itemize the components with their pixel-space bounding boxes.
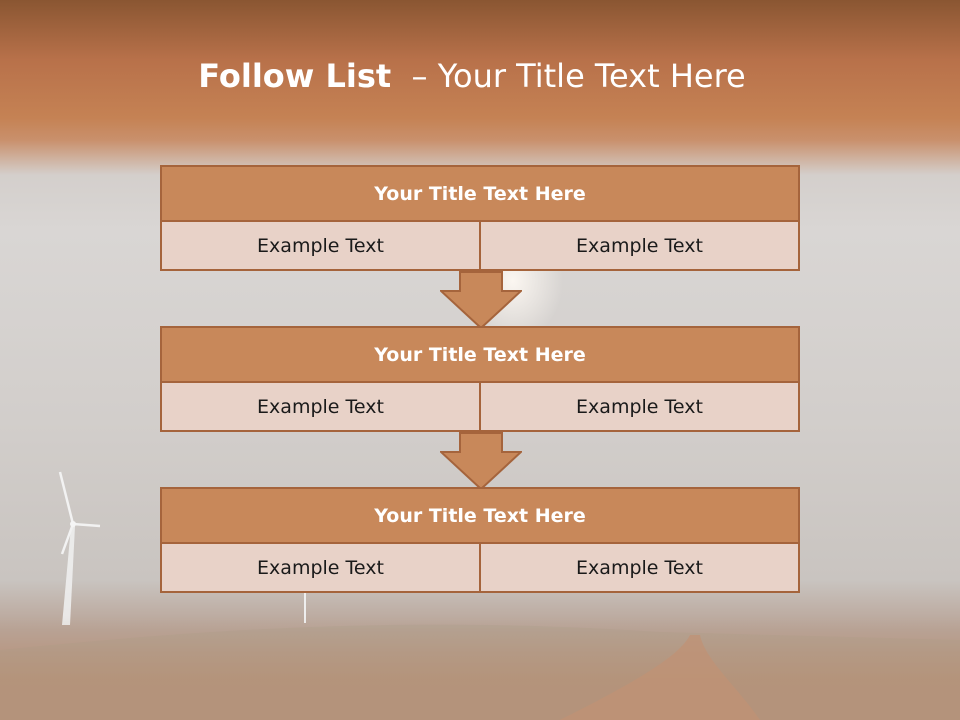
block-cell-left[interactable]: Example Text <box>162 383 479 430</box>
block-cell-left[interactable]: Example Text <box>162 222 479 269</box>
block-row: Example Text Example Text <box>160 222 800 271</box>
block-title[interactable]: Your Title Text Here <box>160 165 800 222</box>
block-title[interactable]: Your Title Text Here <box>160 487 800 544</box>
wind-turbine-icon <box>58 471 101 625</box>
block-title[interactable]: Your Title Text Here <box>160 326 800 383</box>
slide-title: Follow List – Your Title Text Here <box>0 54 944 98</box>
block-cell-right[interactable]: Example Text <box>479 383 798 430</box>
dirt-road <box>0 624 960 720</box>
wind-turbine-distant-icon <box>304 589 306 623</box>
slide-title-bold: Follow List <box>198 57 392 95</box>
block-row: Example Text Example Text <box>160 544 800 593</box>
down-arrow-icon <box>440 271 522 329</box>
field-ground <box>0 615 960 720</box>
block-cell-right[interactable]: Example Text <box>479 544 798 591</box>
block-cell-left[interactable]: Example Text <box>162 544 479 591</box>
block-cell-right[interactable]: Example Text <box>479 222 798 269</box>
list-block-3: Your Title Text Here Example Text Exampl… <box>160 487 800 593</box>
block-row: Example Text Example Text <box>160 383 800 432</box>
list-block-2: Your Title Text Here Example Text Exampl… <box>160 326 800 432</box>
list-block-1: Your Title Text Here Example Text Exampl… <box>160 165 800 271</box>
down-arrow-icon <box>440 432 522 490</box>
slide-title-rest: – Your Title Text Here <box>391 57 746 95</box>
